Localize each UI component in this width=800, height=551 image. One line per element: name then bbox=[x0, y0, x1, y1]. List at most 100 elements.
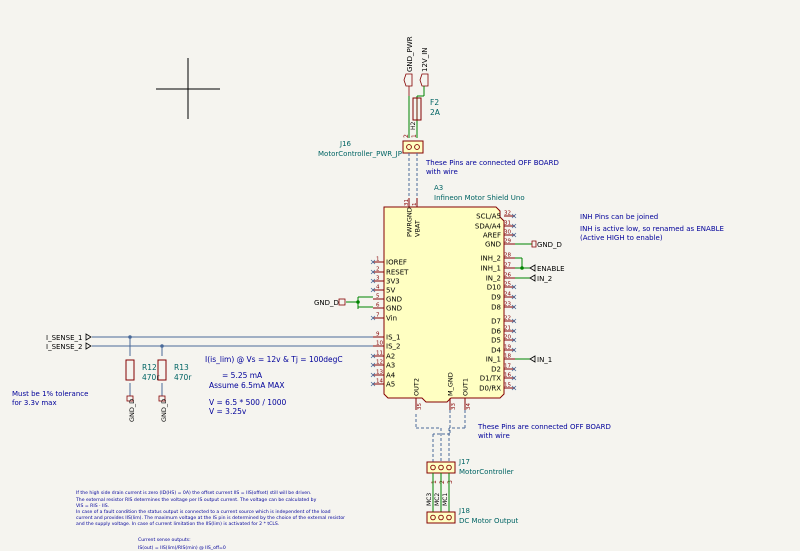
a3-right-pin-number: 21 bbox=[504, 326, 511, 332]
net-label-i-sense-1[interactable]: I_SENSE_1 bbox=[46, 333, 92, 342]
a3-right-pin-number: 24 bbox=[504, 292, 511, 298]
net-label-gnd-d-right[interactable]: GND_D bbox=[531, 240, 562, 249]
a3-right-pin-name: D9 bbox=[491, 294, 501, 302]
j17-pin1: 1 bbox=[431, 480, 438, 484]
a3-top-pin-number: 1 bbox=[412, 203, 418, 207]
a3-left-pin-name: 5V bbox=[386, 287, 395, 295]
a3-right-pin-number: 17 bbox=[504, 364, 511, 370]
no-connect-icon bbox=[511, 294, 517, 300]
a3-left-pin-number: 4 bbox=[376, 285, 380, 291]
a3-right-pin-name: GND bbox=[485, 241, 501, 249]
a3-left-pin-name: A2 bbox=[386, 353, 395, 361]
no-connect-icon bbox=[511, 366, 517, 372]
net-label-gnd-d-left[interactable]: GND_D bbox=[314, 298, 346, 307]
a3-right-pin-number: 27 bbox=[504, 263, 511, 269]
r13-value: 470r bbox=[174, 373, 192, 382]
note-inh-3: (Active HIGH to enable) bbox=[580, 234, 663, 242]
a3-right-pin-name: D2 bbox=[491, 366, 501, 374]
a3-left-pin-number: 14 bbox=[376, 379, 383, 385]
a3-right-pin-number: 31 bbox=[504, 221, 511, 227]
gnd-d-r13-text: GND_D bbox=[160, 399, 168, 422]
note-offboard-bottom-2: with wire bbox=[478, 432, 510, 440]
net-label-i-sense-2[interactable]: I_SENSE_2 bbox=[46, 342, 92, 351]
net-label-in-2[interactable]: IN_2 bbox=[529, 274, 552, 283]
gnd-d-r12-text: GND_D bbox=[128, 399, 136, 422]
a3-top-pin-name: PWRGND bbox=[406, 207, 414, 237]
junction-gnd bbox=[356, 300, 360, 304]
j16-value: MotorController_PWR_JP bbox=[318, 150, 402, 158]
gnd-pwr-label: GND_PWR bbox=[406, 36, 414, 72]
note-calc-3: Assume 6.5mA MAX bbox=[209, 381, 285, 390]
a3-right-pin-name: D7 bbox=[491, 318, 501, 326]
note-calc-5: V = 3.25v bbox=[209, 407, 247, 416]
a3-right-pin-name: INH_1 bbox=[480, 265, 501, 273]
a3-right-pin-number: 20 bbox=[504, 335, 511, 341]
wire-label-mc2: MC2 bbox=[434, 493, 441, 506]
power-flag-12v-in[interactable]: 12V_IN bbox=[419, 48, 429, 87]
fuse-f2[interactable]: F2 2A bbox=[412, 97, 441, 121]
fuse-ref: F2 bbox=[430, 98, 439, 107]
power-flag-gnd-pwr[interactable]: GND_PWR bbox=[403, 36, 414, 96]
a3-left-pin-name: IOREF bbox=[386, 259, 407, 267]
a3-right-pin-number: 16 bbox=[504, 373, 511, 379]
a3-right-pin-number: 18 bbox=[504, 354, 511, 360]
note-calc-4: V = 6.5 * 500 / 1000 bbox=[209, 398, 287, 407]
i-sense-wires bbox=[92, 336, 373, 396]
a3-right-pin-name: INH_2 bbox=[480, 255, 501, 263]
no-connect-icon bbox=[370, 315, 376, 321]
no-connect-icon bbox=[370, 353, 376, 359]
a3-right-pin-name: D5 bbox=[491, 337, 501, 345]
note-offboard-top-2: with wire bbox=[426, 168, 458, 176]
a3-left-pin-name: A4 bbox=[386, 372, 396, 380]
a3-left-pin-number: 3 bbox=[376, 276, 380, 282]
net-label-gnd-d-r13[interactable]: GND_D bbox=[158, 395, 168, 422]
enable-text: ENABLE bbox=[537, 265, 565, 273]
gnd-d-left-text: GND_D bbox=[314, 299, 339, 307]
j18-ref: J18 bbox=[458, 507, 470, 515]
junction-is1 bbox=[128, 335, 132, 339]
j16-h2-label: H2 bbox=[410, 121, 417, 130]
j16-ref: J16 bbox=[339, 140, 352, 148]
connector-j18[interactable]: J18 DC Motor Output bbox=[426, 507, 519, 525]
no-connect-icon bbox=[370, 362, 376, 368]
no-connect-icon bbox=[511, 385, 517, 391]
a3-left-pin-name: GND bbox=[386, 305, 402, 313]
wire-label-mc3: MC3 bbox=[426, 493, 433, 506]
connector-j17[interactable]: J17 MotorController 1 2 3 bbox=[426, 458, 514, 484]
fine-line-4: In case of a fault condition the status … bbox=[76, 509, 331, 515]
a3-left-pin-number: 5 bbox=[376, 294, 380, 300]
net-label-in-1[interactable]: IN_1 bbox=[529, 355, 552, 364]
gnd-d-right-text: GND_D bbox=[537, 241, 562, 249]
a3-bottom-pin-name: M_GND bbox=[447, 372, 455, 396]
fine-line-6: and the supply voltage. In case of curre… bbox=[76, 521, 279, 527]
a3-left-pin-number: 1 bbox=[376, 257, 380, 263]
connector-j16[interactable]: 2 1 H2 J16 MotorController_PWR_JP bbox=[318, 121, 424, 158]
in-2-text: IN_2 bbox=[537, 275, 552, 283]
a3-left-pin-name: Vin bbox=[386, 315, 397, 323]
no-connect-icon bbox=[370, 259, 376, 265]
note-tolerance-2: for 3.3v max bbox=[12, 399, 57, 407]
a3-right-pin-number: 19 bbox=[504, 345, 511, 351]
a3-left-pin-name: 3V3 bbox=[386, 278, 400, 286]
a3-right-pin-name: SCL/A5 bbox=[476, 213, 501, 221]
a3-right-pin-number: 26 bbox=[504, 273, 511, 279]
note-offboard-top-1: These Pins are connected OFF BOARD bbox=[425, 159, 559, 167]
left-side-nets bbox=[346, 296, 373, 309]
no-connect-icon bbox=[370, 372, 376, 378]
a3-right-pin-name: D1/TX bbox=[480, 375, 501, 383]
i-sense-2-text: I_SENSE_2 bbox=[46, 343, 83, 351]
net-label-enable[interactable]: ENABLE bbox=[529, 264, 565, 273]
fuse-value: 2A bbox=[430, 108, 441, 117]
no-connect-icon bbox=[511, 375, 517, 381]
no-connect-icon bbox=[370, 278, 376, 284]
right-side-nets bbox=[515, 243, 532, 360]
net-label-gnd-d-r12[interactable]: GND_D bbox=[126, 395, 136, 422]
note-inh-2: INH is active low, so renamed as ENABLE bbox=[580, 225, 724, 233]
resistor-r13[interactable]: R13 470r bbox=[157, 359, 192, 382]
resistor-r12[interactable]: R12 470r bbox=[125, 359, 160, 382]
fine-line-7: Current sense outputs: bbox=[138, 537, 191, 543]
12v-in-label: 12V_IN bbox=[421, 48, 429, 73]
a3-right-pin-number: 25 bbox=[504, 282, 511, 288]
